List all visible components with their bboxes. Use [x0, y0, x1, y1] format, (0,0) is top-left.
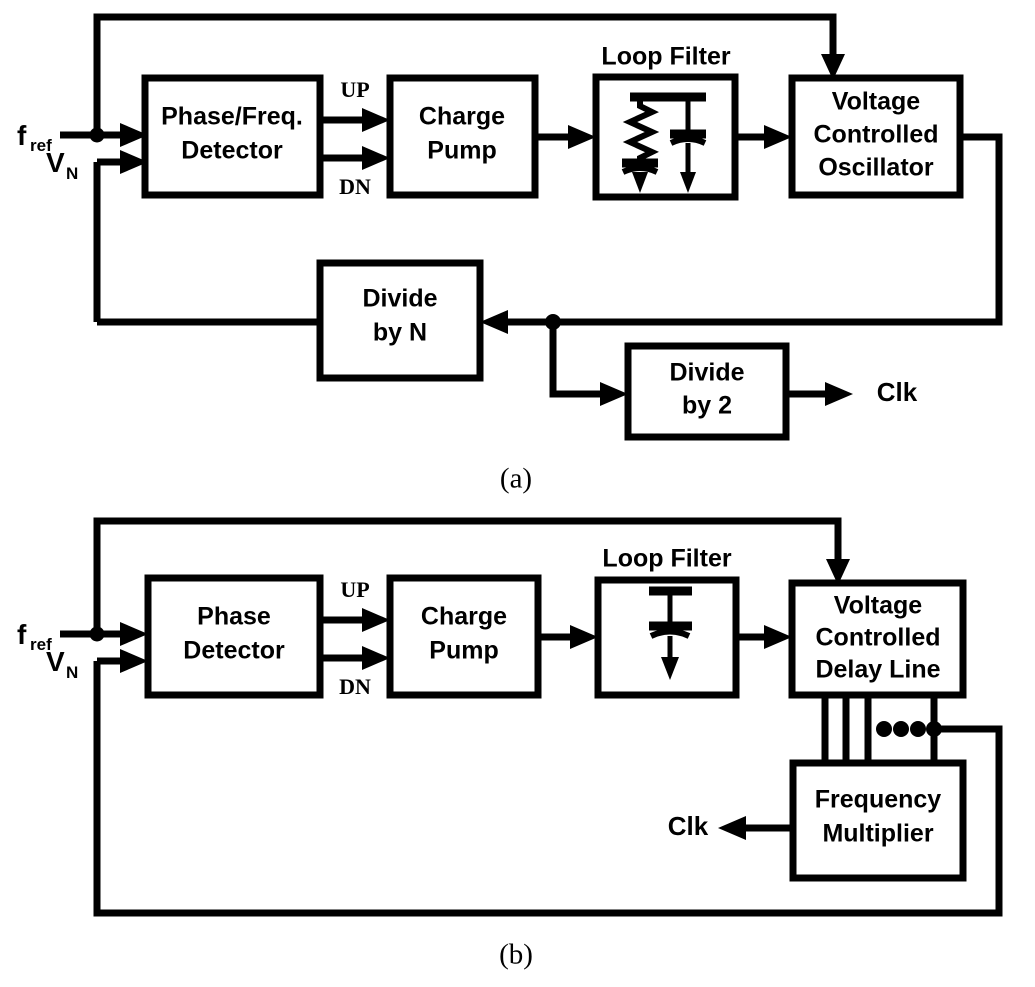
diagram-b: Phase Detector UP DN Charge Pump	[17, 517, 1003, 971]
cp-b-line2: Pump	[429, 637, 498, 665]
pd-b-line2: Detector	[183, 637, 285, 665]
block-charge-pump-b: Charge Pump	[386, 574, 542, 699]
caption-a: (a)	[500, 463, 532, 495]
vcdl-b-line1: Voltage	[834, 592, 923, 620]
divn-a-line1: Divide	[362, 285, 437, 313]
wire-b-fref-input	[60, 622, 148, 646]
block-vcdl-b: Voltage Controlled Delay Line	[788, 579, 967, 699]
cp-b-line1: Charge	[421, 603, 507, 631]
wire-b-up	[320, 608, 390, 632]
wire-b-cp-to-lf	[538, 625, 598, 649]
label-clk-a: Clk	[877, 377, 918, 407]
wire-a-lf-to-vco	[735, 125, 792, 149]
div2-a-line1: Divide	[669, 359, 744, 387]
block-pd-b: Phase Detector	[144, 574, 324, 699]
wire-b-fref-to-vcdl-top	[93, 517, 850, 634]
wire-b-clk-output	[718, 816, 793, 840]
vn-a-sub: N	[66, 164, 78, 183]
pfd-a-line2: Detector	[181, 137, 283, 165]
wire-b-vn-input	[97, 649, 148, 673]
block-loop-filter-a	[592, 73, 739, 201]
fref-a-sub: ref	[30, 136, 52, 155]
cp-a-line2: Pump	[427, 137, 496, 165]
wire-b-vcdl-taps	[821, 695, 942, 763]
block-divide-2-a: Divide by 2	[624, 342, 790, 441]
loop-filter-label-b: Loop Filter	[602, 545, 731, 573]
wire-b-vn-feedback	[93, 661, 1003, 917]
fref-a-main: f	[17, 120, 27, 151]
fref-b-sub: ref	[30, 635, 52, 654]
caption-b: (b)	[499, 939, 533, 971]
vcdl-b-line2: Controlled	[816, 624, 941, 652]
label-fref-b: f ref	[17, 619, 52, 654]
vn-b-main: V	[46, 646, 65, 677]
wire-a-clk-output	[786, 382, 853, 406]
block-divide-n-a: Divide by N	[316, 259, 484, 382]
vn-b-sub: N	[66, 663, 78, 682]
vco-a-line2: Controlled	[814, 121, 939, 149]
label-up-a: UP	[340, 77, 369, 102]
label-dn-a: DN	[339, 174, 371, 199]
vco-a-line3: Oscillator	[818, 154, 934, 182]
fref-b-main: f	[17, 619, 27, 650]
label-up-b: UP	[340, 577, 369, 602]
cp-a-line1: Charge	[419, 103, 505, 131]
label-clk-b: Clk	[668, 811, 709, 841]
block-freq-mult-b: Frequency Multiplier	[789, 759, 967, 882]
wire-a-cp-to-lf	[535, 125, 596, 149]
fm-b-line1: Frequency	[815, 786, 942, 814]
vco-a-line1: Voltage	[832, 88, 921, 116]
block-loop-filter-b	[594, 576, 740, 699]
wire-a-vn-input	[97, 150, 148, 174]
wire-a-fref-to-vco-top	[93, 13, 845, 135]
wire-a-fref-input	[60, 123, 148, 147]
fm-b-line2: Multiplier	[822, 820, 933, 848]
wire-a-up	[320, 108, 390, 132]
loop-filter-label-a: Loop Filter	[601, 43, 730, 71]
wire-a-dn	[320, 146, 390, 170]
vcdl-b-line3: Delay Line	[815, 656, 940, 684]
block-pfd-a: Phase/Freq. Detector	[141, 74, 324, 199]
block-charge-pump-a: Charge Pump	[386, 74, 539, 199]
label-dn-b: DN	[339, 674, 371, 699]
label-fref-a: f ref	[17, 120, 52, 155]
wire-a-tap-to-div2	[549, 322, 628, 406]
label-vn-a: V N	[46, 147, 78, 183]
pfd-a-line1: Phase/Freq.	[161, 103, 303, 131]
diagram-a: Phase/Freq. Detector UP DN Charge Pump	[17, 13, 1003, 495]
wire-b-lf-to-vcdl	[736, 625, 792, 649]
div2-a-line2: by 2	[682, 392, 732, 420]
pd-b-line1: Phase	[197, 603, 271, 631]
block-vco-a: Voltage Controlled Oscillator	[788, 74, 964, 199]
divn-a-line2: by N	[373, 319, 427, 347]
label-vn-b: V N	[46, 646, 78, 682]
wire-b-dn	[320, 646, 390, 670]
vn-a-main: V	[46, 147, 65, 178]
